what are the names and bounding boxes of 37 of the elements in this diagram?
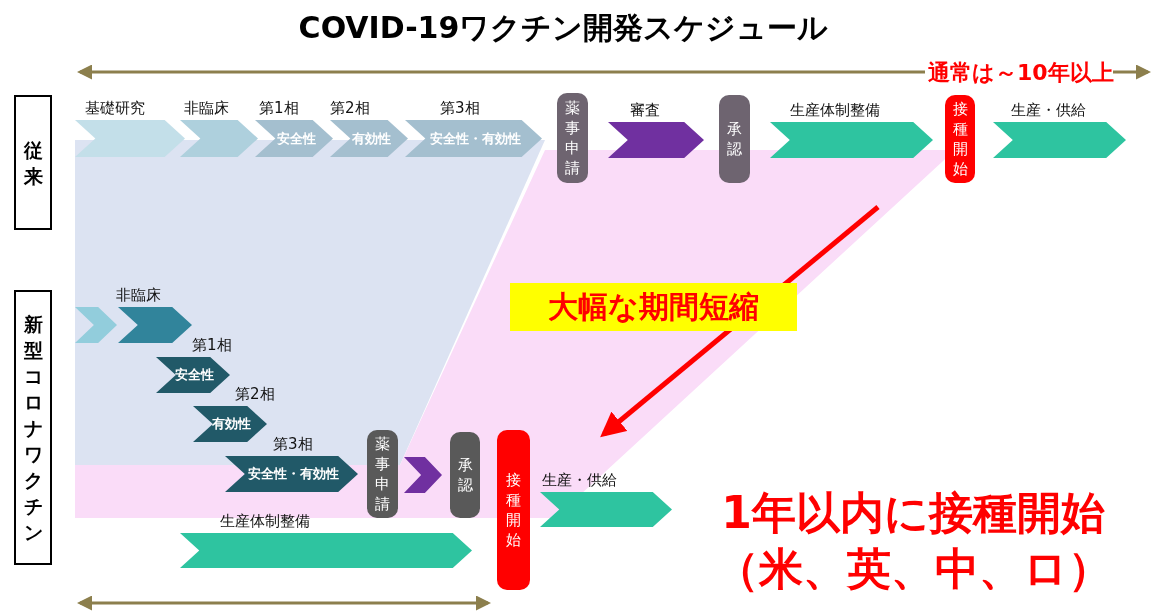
phase-label: 非臨床 — [184, 98, 229, 118]
phase-label: 審査 — [630, 100, 660, 120]
phase-label: 第2相 — [330, 98, 370, 118]
phase-text: 安全性 — [174, 367, 216, 383]
phase-label: 非臨床 — [116, 285, 161, 305]
phase-label: 生産・供給 — [542, 470, 617, 490]
phase-text: 有効性 — [350, 130, 392, 147]
phase-label: 生産体制整備 — [790, 100, 880, 120]
phase-label: 第1相 — [259, 98, 299, 118]
milestone-text: 薬事申請 — [565, 98, 580, 178]
phase-text: 安全性・有効性 — [247, 466, 340, 482]
milestone-text: 薬事申請 — [375, 434, 390, 514]
phase-label: 第1相 — [192, 335, 232, 355]
phase-label: 生産体制整備 — [220, 511, 310, 531]
phase-text: 安全性 — [275, 130, 317, 147]
phase-label: 第3相 — [273, 434, 313, 454]
note: 1年以内に接種開始（米、英、中、ロ） — [713, 486, 1113, 596]
milestone-pill — [367, 430, 398, 518]
lane-label: 従来 — [23, 137, 43, 189]
lane-label: 新型コロナワクチン — [23, 311, 43, 545]
milestone-pill — [945, 95, 975, 183]
milestone-pill — [719, 95, 750, 183]
milestone-text: 承認 — [727, 119, 742, 159]
phase-text: 有効性 — [211, 416, 253, 432]
phase-label: 基礎研究 — [85, 98, 145, 118]
title: COVID-19ワクチン開発スケジュール — [297, 9, 830, 47]
milestone-pill — [450, 432, 480, 518]
phase-label: 第2相 — [235, 384, 275, 404]
milestone-pill — [557, 93, 588, 183]
milestone-text: 接種開始 — [952, 99, 968, 179]
callout-banner: 大幅な期間短縮 — [510, 283, 797, 331]
phase-label: 第3相 — [440, 98, 480, 118]
phase-label: 生産・供給 — [1011, 100, 1086, 120]
milestone-text: 接種開始 — [506, 470, 521, 550]
phase-text: 安全性・有効性 — [429, 130, 523, 147]
milestone-text: 承認 — [457, 455, 473, 495]
milestone-pill — [497, 430, 530, 590]
